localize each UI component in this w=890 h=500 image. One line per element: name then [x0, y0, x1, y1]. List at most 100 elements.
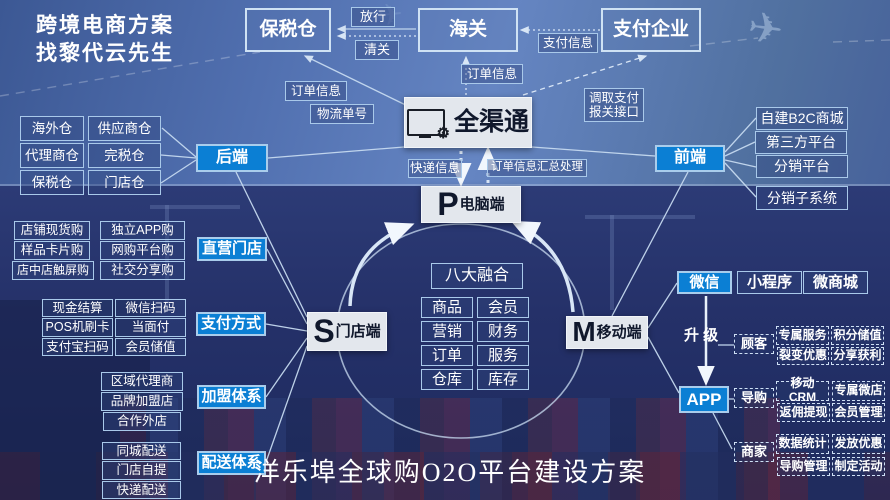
franchise-item: 合作外店	[103, 412, 181, 431]
node-mini-program: 小程序	[737, 271, 802, 294]
payment-item: POS机刷卡	[42, 318, 113, 337]
franchise-item: 区域代理商	[101, 372, 183, 391]
role-item: 导购管理	[777, 457, 830, 476]
channel-item: 第三方平台	[755, 131, 847, 154]
fusion-item: 会员	[477, 297, 529, 318]
purchase-item: 独立APP购	[100, 221, 185, 240]
node-direct-stores: 直营门店	[197, 237, 267, 261]
label-invoke-payment-api: 调取支付 报关接口	[584, 88, 644, 122]
fusion-item: 库存	[477, 369, 529, 390]
node-micro-mall: 微商城	[803, 271, 868, 294]
role-item: 积分储值	[831, 326, 884, 345]
role-item: 会员管理	[832, 403, 885, 422]
node-delivery-system: 配送体系	[197, 451, 266, 475]
warehouse-item: 保税仓	[20, 170, 84, 195]
role-item: 裂变优惠	[777, 347, 829, 365]
slide-tagline: 跨境电商方案 找黎代云先生	[36, 12, 174, 69]
label-customs-api: 报关接口	[588, 105, 639, 119]
crane-silhouette	[585, 215, 695, 219]
tagline-line2: 找黎代云先生	[36, 42, 174, 66]
label-express-info: 快递信息	[408, 159, 462, 178]
role-guide: 导购	[734, 388, 774, 408]
role-item: 移动CRM	[776, 376, 829, 404]
node-backend: 后端	[196, 144, 268, 172]
node-wechat: 微信	[677, 271, 732, 294]
mobile-letter: M	[572, 316, 596, 348]
monitor-icon: ⚙	[406, 109, 450, 141]
delivery-item: 门店自提	[102, 461, 181, 480]
label-clearance: 清关	[355, 40, 399, 60]
node-app: APP	[679, 386, 729, 413]
label-upgrade: 升 级	[684, 327, 719, 344]
payment-item: 微信扫码	[115, 299, 186, 317]
role-item: 专属微店	[832, 381, 885, 401]
role-item: 数据统计	[776, 434, 829, 454]
tagline-line1: 跨境电商方案	[36, 14, 174, 37]
fusion-item: 财务	[477, 321, 529, 342]
background-shade	[0, 300, 150, 500]
purchase-item: 店中店触屏购	[12, 261, 94, 280]
label-release: 放行	[351, 7, 395, 27]
crane-silhouette	[610, 215, 614, 310]
delivery-item: 快递配送	[102, 481, 181, 499]
node-mobile-terminal: M 移动端	[566, 316, 648, 349]
store-letter: S	[313, 313, 335, 350]
crane-silhouette	[165, 205, 169, 305]
label-order-info-bonded: 订单信息	[285, 81, 347, 101]
node-customs: 海关	[418, 8, 518, 52]
node-franchise-system: 加盟体系	[197, 385, 266, 409]
warehouse-item: 完税仓	[88, 143, 161, 168]
franchise-item: 品牌加盟店	[101, 392, 183, 411]
purchase-item: 店铺现货购	[14, 221, 90, 240]
pc-letter: P	[437, 186, 459, 223]
omnichannel-label: 全渠通	[453, 108, 529, 137]
label-logistics-number: 物流单号	[310, 104, 374, 124]
purchase-item: 社交分享购	[100, 261, 185, 280]
channel-item: 自建B2C商城	[756, 107, 848, 130]
warehouse-item: 供应商仓	[88, 116, 161, 141]
node-frontend: 前端	[655, 145, 725, 172]
node-bonded-warehouse: 保税仓	[245, 8, 331, 52]
channel-item: 分销子系统	[756, 186, 848, 210]
fusion-item: 营销	[421, 321, 473, 342]
label-payment-info: 支付信息	[538, 33, 598, 53]
label-order-info-customs: 订单信息	[461, 64, 523, 84]
fusion-item: 服务	[477, 345, 529, 366]
store-label: 门店端	[335, 322, 381, 340]
purchase-item: 网购平台购	[100, 241, 185, 260]
purchase-item: 样品卡片购	[14, 241, 90, 260]
pc-label: 电脑端	[459, 195, 505, 213]
gear-icon: ⚙	[436, 125, 450, 142]
payment-item: 现金结算	[42, 299, 113, 317]
crane-silhouette	[150, 205, 240, 209]
role-item: 专属服务	[776, 326, 829, 345]
delivery-item: 同城配送	[102, 442, 181, 460]
label-order-aggregation: 订单信息汇总处理	[487, 159, 587, 177]
warehouse-item: 代理商仓	[20, 143, 84, 168]
role-item: 分享获利	[831, 347, 884, 365]
slide-title: 洋乐埠全球购O2O平台建设方案	[253, 458, 647, 487]
fusion-item: 仓库	[421, 369, 473, 390]
role-item: 返佣提现	[777, 403, 830, 422]
channel-item: 分销平台	[756, 155, 848, 178]
label-invoke-payment: 调取支付	[588, 90, 639, 105]
node-store-terminal: S 门店端	[307, 312, 387, 351]
horizon-line	[0, 184, 890, 186]
container-stacks	[0, 452, 890, 500]
node-payment-enterprise: 支付企业	[601, 8, 701, 52]
role-merchant: 商家	[734, 442, 774, 462]
fusion-item: 商品	[421, 297, 473, 318]
node-omnichannel-hub: ⚙ 全渠通	[404, 97, 532, 148]
mobile-label: 移动端	[596, 323, 642, 341]
role-item: 发放优惠	[832, 434, 885, 454]
fusion-title: 八大融合	[431, 263, 523, 289]
payment-item: 会员储值	[115, 338, 186, 356]
payment-item: 当面付	[115, 318, 186, 337]
fusion-item: 订单	[421, 345, 473, 366]
role-customer: 顾客	[734, 334, 774, 354]
node-pc-terminal: P 电脑端	[421, 186, 521, 223]
background-sky	[0, 0, 890, 186]
payment-item: 支付宝扫码	[42, 338, 113, 356]
